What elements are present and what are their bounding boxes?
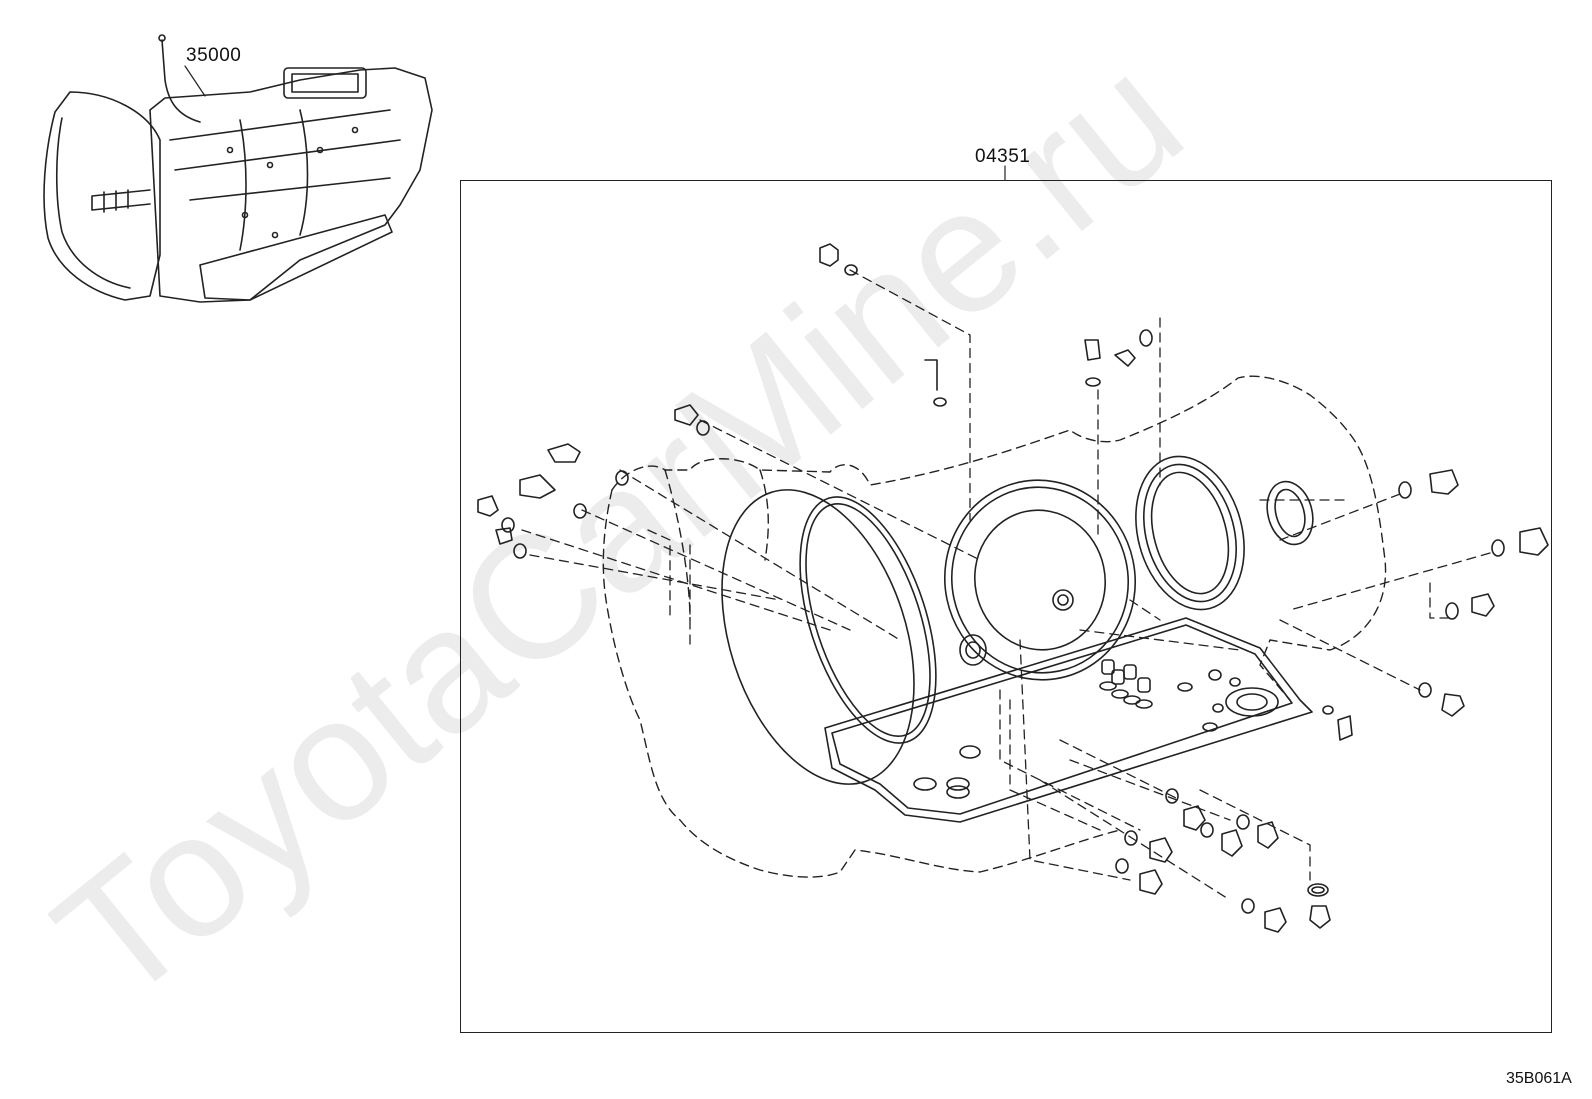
part-number-transmission[interactable]: 35000 bbox=[186, 45, 242, 66]
housing-o-ring-inner[interactable] bbox=[773, 480, 962, 759]
filter-seal[interactable] bbox=[1225, 687, 1279, 717]
shaft-seal[interactable] bbox=[959, 634, 987, 666]
plugs-and-o-rings[interactable] bbox=[477, 243, 1549, 933]
part-number-gasket-kit[interactable]: 04351 bbox=[975, 146, 1031, 167]
rear-oil-seal[interactable] bbox=[1120, 444, 1261, 622]
fitting-o-ring-cluster[interactable] bbox=[1099, 659, 1153, 709]
small-oil-seal[interactable] bbox=[1260, 476, 1319, 549]
gasket-kit-frame bbox=[460, 180, 1552, 1033]
oil-pan-gasket[interactable] bbox=[824, 617, 1313, 823]
illustration-code: 35B061A bbox=[1506, 1070, 1572, 1087]
leader-lines bbox=[521, 269, 1491, 901]
transmission-assembly-drawing[interactable] bbox=[43, 34, 433, 303]
housing-o-ring-outer[interactable] bbox=[687, 465, 948, 809]
pump-gasket[interactable] bbox=[926, 462, 1153, 697]
pan-small-o-rings[interactable] bbox=[913, 669, 1241, 799]
